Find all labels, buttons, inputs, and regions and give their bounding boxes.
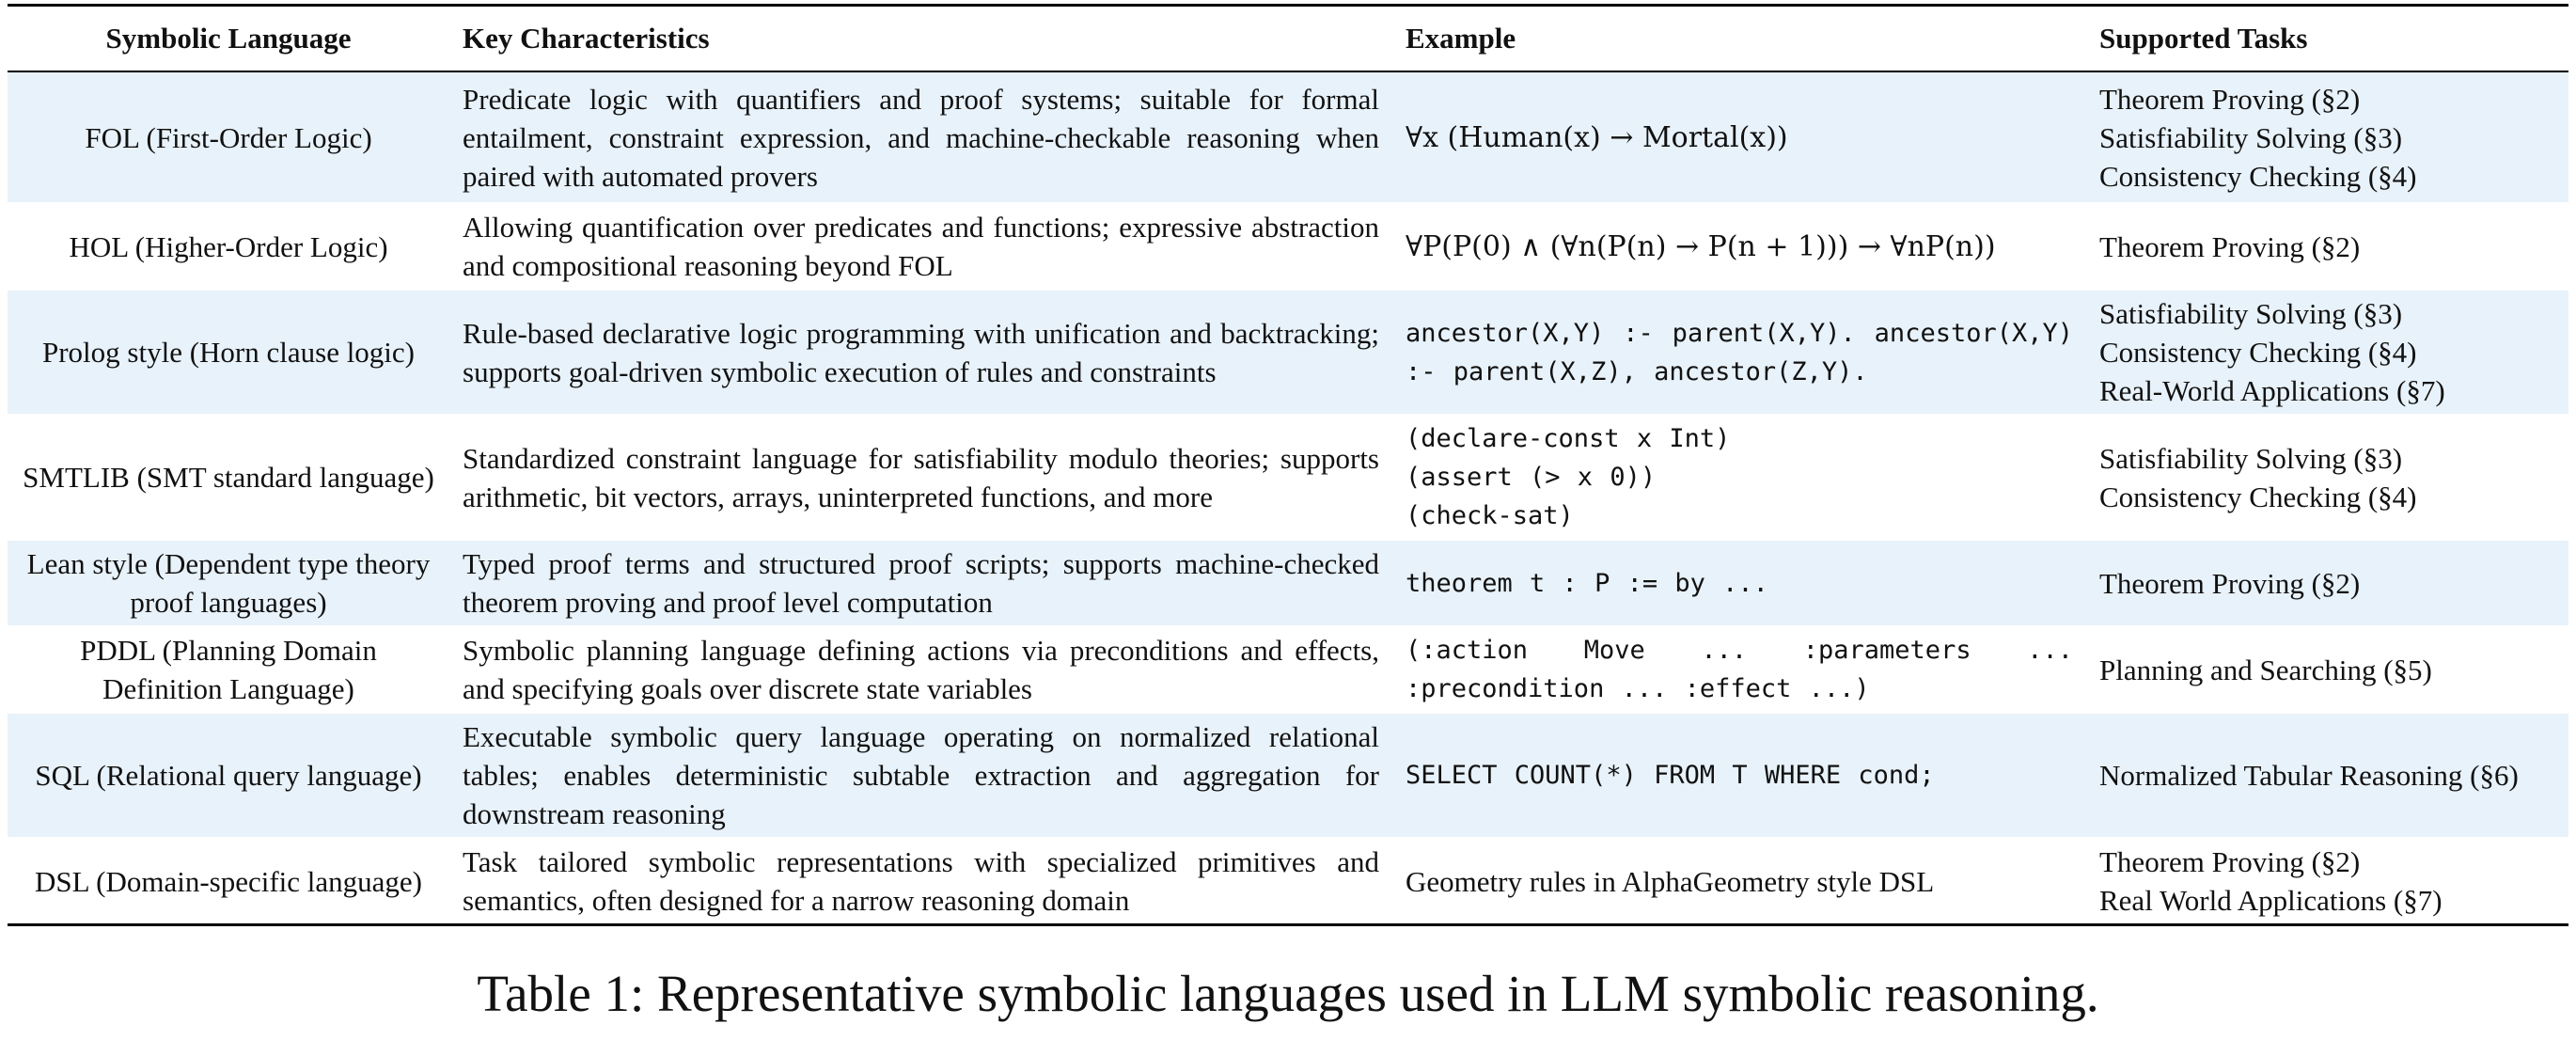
task-item: Real World Applications (§7) — [2099, 884, 2442, 917]
language-cell: PDDL (Planning Domain Definition Languag… — [80, 634, 377, 705]
task-item: Real-World Applications (§7) — [2099, 374, 2445, 407]
task-item: Theorem Proving (§2) — [2099, 229, 2361, 263]
characteristics-cell: Allowing quantification over predicates … — [463, 211, 1379, 282]
tasks-cell: Normalized Tabular Reasoning (§6) — [2086, 713, 2568, 838]
language-cell: SQL (Relational query language) — [8, 713, 449, 838]
tasks-cell: Satisfiability Solving (§3) Consistency … — [2086, 290, 2568, 415]
table-body: FOL (First-Order Logic) Predicate logic … — [8, 71, 2568, 925]
characteristics-cell: Executable symbolic query language opera… — [449, 713, 1392, 838]
table-row: DSL (Domain-specific language) Task tail… — [8, 838, 2568, 925]
table-row: SMTLIB (SMT standard language) Standardi… — [8, 415, 2568, 540]
tasks-cell: Theorem Proving (§2) — [2086, 540, 2568, 626]
task-item: Satisfiability Solving (§3) — [2099, 120, 2403, 154]
example-formula: ∀P(P(0) ∧ (∀n(P(n) → P(n + 1))) → ∀nP(n)… — [1406, 230, 1996, 263]
table-header-row: Symbolic Language Key Characteristics Ex… — [8, 5, 2568, 71]
characteristics-cell: Rule-based declarative logic programming… — [449, 290, 1392, 415]
task-item: Consistency Checking (§4) — [2099, 480, 2417, 513]
task-item: Normalized Tabular Reasoning (§6) — [2099, 759, 2519, 792]
symbolic-languages-table: Symbolic Language Key Characteristics Ex… — [8, 4, 2568, 926]
example-cell: ancestor(X,Y) :- parent(X,Y). ancestor(X… — [1392, 290, 2086, 415]
task-item: Consistency Checking (§4) — [2099, 159, 2417, 193]
task-item: Theorem Proving (§2) — [2099, 566, 2361, 600]
task-item: Planning and Searching (§5) — [2099, 653, 2432, 686]
table-caption: Table 1: Representative symbolic languag… — [477, 965, 2099, 1022]
example-code: (declare-const x Int) (assert (> x 0)) (… — [1406, 424, 1731, 530]
example-code: SELECT COUNT(*) FROM T WHERE cond; — [1406, 761, 1935, 790]
task-item: Consistency Checking (§4) — [2099, 336, 2417, 369]
task-item: Satisfiability Solving (§3) — [2099, 441, 2403, 475]
language-cell: SMTLIB (SMT standard language) — [23, 461, 434, 494]
example-cell: (declare-const x Int) (assert (> x 0)) (… — [1392, 415, 2086, 540]
language-cell: FOL (First-Order Logic) — [8, 71, 449, 203]
language-cell: DSL (Domain-specific language) — [34, 864, 423, 898]
tasks-cell: Theorem Proving (§2) — [2086, 203, 2568, 290]
task-item: Theorem Proving (§2) — [2099, 845, 2361, 878]
language-cell: Prolog style (Horn clause logic) — [8, 290, 449, 415]
table-row: PDDL (Planning Domain Definition Languag… — [8, 626, 2568, 713]
tasks-cell: Planning and Searching (§5) — [2086, 626, 2568, 713]
table-row: FOL (First-Order Logic) Predicate logic … — [8, 71, 2568, 203]
example-code: (:action Move ... :parameters ... :preco… — [1406, 636, 2073, 703]
example-code: theorem t : P := by ... — [1406, 568, 1768, 598]
example-cell: SELECT COUNT(*) FROM T WHERE cond; — [1392, 713, 2086, 838]
example-cell: ∀x (Human(x) → Mortal(x)) — [1392, 71, 2086, 203]
task-item: Satisfiability Solving (§3) — [2099, 297, 2403, 330]
tasks-cell: Theorem Proving (§2) Real World Applicat… — [2086, 838, 2568, 925]
table-row: HOL (Higher-Order Logic) Allowing quanti… — [8, 203, 2568, 290]
table-row: SQL (Relational query language) Executab… — [8, 713, 2568, 838]
table-row: Lean style (Dependent type theory proof … — [8, 540, 2568, 626]
example-formula: ∀x (Human(x) → Mortal(x)) — [1406, 121, 1788, 154]
example-cell: (:action Move ... :parameters ... :preco… — [1392, 626, 2086, 713]
header-example: Example — [1406, 22, 1516, 55]
tasks-cell: Satisfiability Solving (§3) Consistency … — [2086, 415, 2568, 540]
example-code: ancestor(X,Y) :- parent(X,Y). ancestor(X… — [1406, 318, 2073, 386]
characteristics-cell: Symbolic planning language defining acti… — [463, 634, 1379, 705]
task-item: Theorem Proving (§2) — [2099, 82, 2361, 116]
characteristics-cell: Standardized constraint language for sat… — [463, 441, 1379, 513]
language-cell: Lean style (Dependent type theory proof … — [8, 540, 449, 626]
example-cell: Geometry rules in AlphaGeometry style DS… — [1406, 864, 1935, 898]
characteristics-cell: Typed proof terms and structured proof s… — [449, 540, 1392, 626]
header-supported-tasks: Supported Tasks — [2099, 22, 2308, 55]
characteristics-cell: Predicate logic with quantifiers and pro… — [449, 71, 1392, 203]
header-key-characteristics: Key Characteristics — [463, 22, 710, 55]
example-cell: ∀P(P(0) ∧ (∀n(P(n) → P(n + 1))) → ∀nP(n)… — [1392, 203, 2086, 290]
tasks-cell: Theorem Proving (§2) Satisfiability Solv… — [2086, 71, 2568, 203]
table-row: Prolog style (Horn clause logic) Rule-ba… — [8, 290, 2568, 415]
language-cell: HOL (Higher-Order Logic) — [69, 229, 388, 263]
characteristics-cell: Task tailored symbolic representations w… — [463, 845, 1379, 917]
symbolic-languages-table-container: Symbolic Language Key Characteristics Ex… — [8, 4, 2568, 926]
header-symbolic-language: Symbolic Language — [105, 22, 352, 55]
example-cell: theorem t : P := by ... — [1392, 540, 2086, 626]
